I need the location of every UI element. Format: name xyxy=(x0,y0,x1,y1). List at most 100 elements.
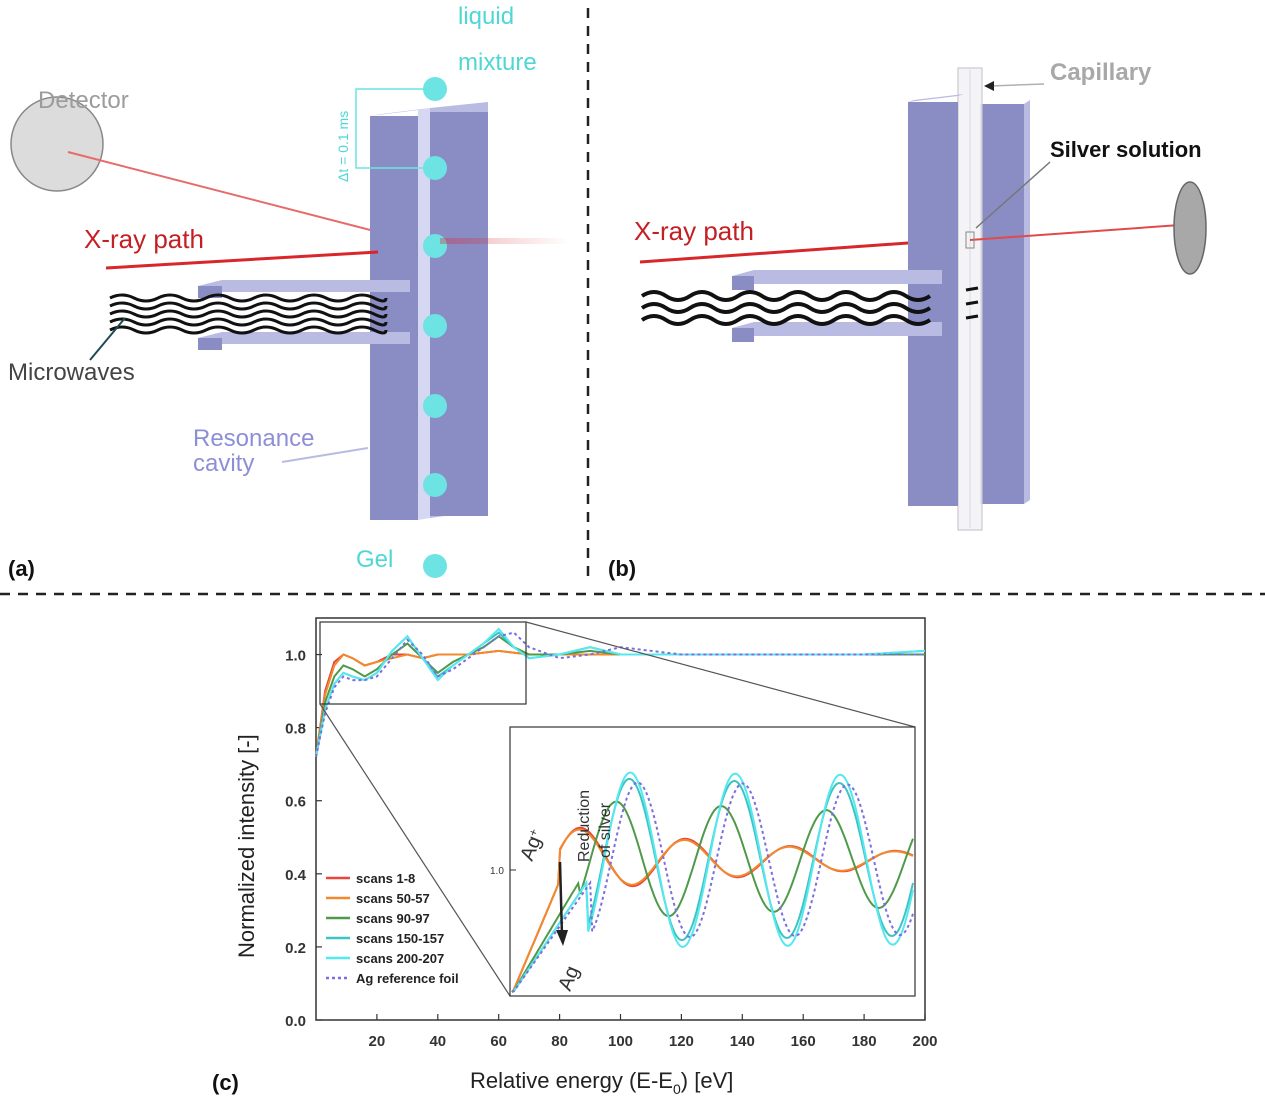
detector-icon xyxy=(10,96,104,192)
legend: scans 1-8 scans 50-57 scans 90-97 scans 150… xyxy=(326,871,459,986)
y-tick-label: 1.0 xyxy=(285,648,306,665)
waveguide-upper xyxy=(732,276,754,290)
droplet xyxy=(423,314,447,338)
gel-label: Gel xyxy=(356,546,393,573)
x-tick-label: 200 xyxy=(912,1033,937,1050)
y-axis-title: Normalized intensity [-] xyxy=(234,734,259,958)
cavity-front-plate-top xyxy=(370,108,430,116)
capillary-arrowhead xyxy=(984,81,994,91)
y-tick-label: 0.8 xyxy=(285,721,306,738)
cavity-middle-plate xyxy=(418,108,430,520)
xray-beam xyxy=(639,241,909,264)
x-tick-label: 40 xyxy=(429,1033,446,1050)
cavity-back-plate xyxy=(980,104,1024,504)
microwaves-label: Microwaves xyxy=(8,359,135,386)
droplet xyxy=(423,394,447,418)
legend-label: Ag reference foil xyxy=(356,971,459,986)
panel-c: 0.0 0.2 0.4 0.6 0.8 1.0 20 40 60 80 100 120 140 160 1… xyxy=(212,617,938,1097)
sample-spot xyxy=(965,231,975,249)
droplet xyxy=(423,77,447,101)
panel-b-label: (b) xyxy=(608,556,636,581)
scattered-ray xyxy=(67,151,379,233)
reduction-label: Reduction xyxy=(576,790,593,862)
x-axis-title: Relative energy (E-E0) [eV] xyxy=(470,1068,733,1097)
liquid-label: liquid xyxy=(458,3,514,30)
legend-label: scans 150-157 xyxy=(356,931,444,946)
cavity-front-plate xyxy=(908,102,958,506)
cavity-front-plate xyxy=(370,116,418,520)
legend-label: scans 1-8 xyxy=(356,871,415,886)
y-tick-label: 0.2 xyxy=(285,940,306,957)
microwaves-pointer xyxy=(89,317,126,361)
droplet xyxy=(423,473,447,497)
droplet xyxy=(423,156,447,180)
x-tick-label: 80 xyxy=(551,1033,568,1050)
droplet xyxy=(423,234,447,258)
zoom-connector xyxy=(319,703,511,997)
waveguide-top xyxy=(732,270,942,290)
cavity-back-plate xyxy=(430,112,488,516)
of-silver-label: of silver xyxy=(597,802,614,858)
silver-solution-label: Silver solution xyxy=(1050,137,1202,162)
xray-beam xyxy=(105,250,379,270)
inset-line-2 xyxy=(511,828,914,993)
x-axis: 20 40 60 80 100 120 140 160 180 200 xyxy=(369,1014,938,1050)
waveguide-bottom xyxy=(198,332,410,350)
x-tick-label: 20 xyxy=(369,1033,386,1050)
microwaves-icon xyxy=(640,290,932,326)
waveguide-lower xyxy=(732,328,754,342)
zoom-connector xyxy=(525,621,916,728)
cavity-back-plate-side xyxy=(1024,100,1030,504)
detector-icon xyxy=(1173,181,1207,275)
resonance-label: Resonance xyxy=(193,425,314,452)
y-tick-label: 0.0 xyxy=(285,1013,306,1030)
xray-beam-transmitted xyxy=(969,224,1181,241)
silver-solution-pointer xyxy=(975,161,1051,229)
reduction-arrow xyxy=(558,861,564,937)
inset-series xyxy=(511,771,914,993)
droplet xyxy=(423,554,447,578)
x-tick-label: 60 xyxy=(490,1033,507,1050)
capillary-pointer xyxy=(989,83,1045,87)
resonance-pointer xyxy=(281,447,369,463)
inset-line-3 xyxy=(511,800,914,993)
legend-label: scans 90-97 xyxy=(356,911,430,926)
cavity-front-plate-top xyxy=(908,94,964,102)
waveguide-top xyxy=(198,280,410,296)
legend-label: scans 200-207 xyxy=(356,951,444,966)
cavity-label: cavity xyxy=(193,450,254,477)
x-tick-label: 180 xyxy=(852,1033,877,1050)
panel-a: Detector Δt = 0.1 ms liquid mixture X-ra… xyxy=(8,3,570,581)
y-tick-label: 0.4 xyxy=(285,867,307,884)
main-series xyxy=(315,627,926,758)
y-axis: 0.0 0.2 0.4 0.6 0.8 1.0 xyxy=(285,648,322,1030)
inset-line-6 xyxy=(511,781,914,993)
panel-a-label: (a) xyxy=(8,556,35,581)
waveguide-lower xyxy=(198,338,222,350)
inset-line-5 xyxy=(511,771,914,993)
panel-c-label: (c) xyxy=(212,1070,239,1095)
delta-t-label: Δt = 0.1 ms xyxy=(335,111,351,182)
capillary-label: Capillary xyxy=(1050,59,1152,86)
reduction-arrowhead xyxy=(556,930,568,946)
delta-t-bracket xyxy=(355,88,430,169)
x-tick-label: 120 xyxy=(669,1033,694,1050)
xray-beam-transmitted xyxy=(440,238,570,244)
x-tick-label: 140 xyxy=(730,1033,755,1050)
xray-path-label: X-ray path xyxy=(84,224,204,254)
mixture-label: mixture xyxy=(458,49,537,76)
xray-path-label: X-ray path xyxy=(634,216,754,246)
y-tick-label: 0.6 xyxy=(285,794,306,811)
microwaves-icon xyxy=(109,293,388,335)
detector-label: Detector xyxy=(38,87,129,114)
zoom-box xyxy=(319,621,527,705)
x-tick-label: 100 xyxy=(608,1033,633,1050)
x-tick-label: 160 xyxy=(791,1033,816,1050)
panel-b: X-ray path Capillary Silver solution (b) xyxy=(608,59,1207,581)
series-line-6 xyxy=(315,631,925,758)
waveguide-slots xyxy=(965,286,979,320)
inset-y-tick-label: 1.0 xyxy=(490,866,504,877)
waveguide-bottom xyxy=(732,322,942,342)
legend-label: scans 50-57 xyxy=(356,891,430,906)
